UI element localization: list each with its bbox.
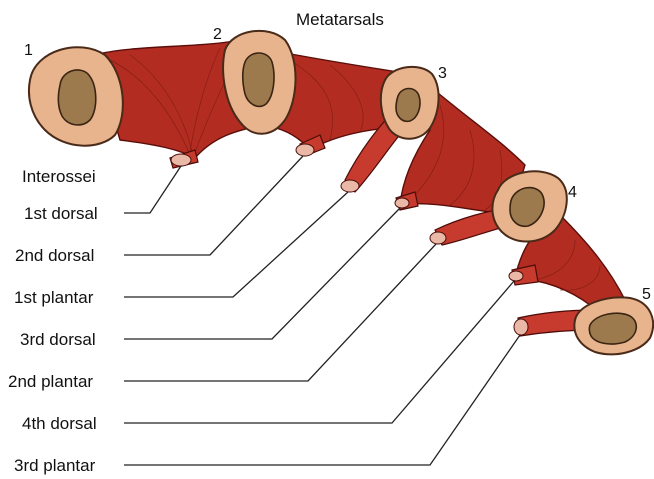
leader-1st-plantar bbox=[124, 192, 348, 297]
bone-number-2: 2 bbox=[213, 26, 222, 43]
metatarsal-3 bbox=[381, 67, 439, 139]
leader-2nd-plantar bbox=[124, 244, 436, 381]
tendon-3rd-dorsal bbox=[395, 198, 409, 208]
label-3rd-dorsal: 3rd dorsal bbox=[20, 330, 96, 349]
label-2nd-dorsal: 2nd dorsal bbox=[15, 246, 94, 265]
bone-number-5: 5 bbox=[642, 286, 651, 303]
leader-3rd-plantar bbox=[124, 335, 520, 465]
tendon-4th-dorsal bbox=[509, 271, 523, 281]
tendon-2nd-dorsal bbox=[296, 144, 314, 156]
muscle-label-group: 1st dorsal 2nd dorsal 1st plantar 3rd do… bbox=[8, 204, 98, 475]
tendon-3rd-plantar bbox=[514, 319, 528, 335]
label-1st-dorsal: 1st dorsal bbox=[24, 204, 98, 223]
diagram-title: Metatarsals bbox=[296, 10, 384, 29]
tendon-1st-plantar bbox=[341, 180, 359, 192]
interossei-heading: Interossei bbox=[22, 167, 96, 186]
metatarsal-1 bbox=[29, 47, 123, 145]
leader-3rd-dorsal bbox=[124, 208, 400, 339]
label-4th-dorsal: 4th dorsal bbox=[22, 414, 97, 433]
label-2nd-plantar: 2nd plantar bbox=[8, 372, 93, 391]
bone-number-1: 1 bbox=[24, 42, 33, 59]
leader-2nd-dorsal bbox=[124, 156, 303, 255]
leader-1st-dorsal bbox=[124, 166, 181, 213]
tendon-1st-dorsal bbox=[171, 154, 191, 166]
metatarsal-5 bbox=[574, 297, 653, 354]
leader-4th-dorsal bbox=[124, 281, 514, 423]
label-3rd-plantar: 3rd plantar bbox=[14, 456, 96, 475]
bone-number-3: 3 bbox=[438, 65, 447, 82]
tendon-2nd-plantar bbox=[430, 232, 446, 244]
bone-number-4: 4 bbox=[568, 184, 577, 201]
label-1st-plantar: 1st plantar bbox=[14, 288, 94, 307]
